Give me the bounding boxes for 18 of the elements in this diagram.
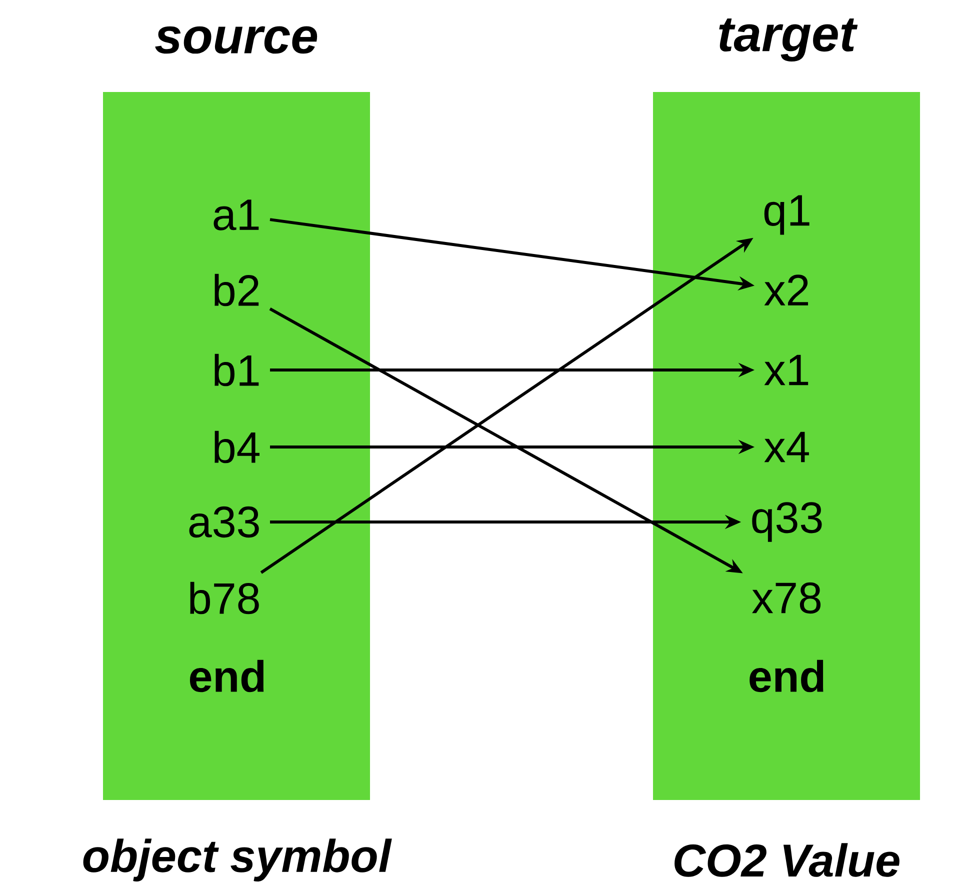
item-label: b4 <box>214 430 260 464</box>
heading: source <box>155 26 318 54</box>
node-label: object symbol <box>83 838 392 882</box>
heading: target <box>719 18 858 62</box>
item-label: q1 <box>764 195 810 235</box>
item-label: q33 <box>752 502 822 542</box>
item-label: b1 <box>214 354 259 386</box>
item-label: a33 <box>189 506 259 538</box>
item-label: x78 <box>752 582 821 614</box>
item-label: x2 <box>764 274 808 306</box>
node-label: CO2 Value <box>674 843 900 877</box>
item-label: x1 <box>764 354 808 386</box>
item-label: x4 <box>764 432 809 462</box>
item-label: b78 <box>190 582 259 614</box>
item-label: a1 <box>214 200 259 230</box>
end-label: end <box>750 660 824 692</box>
end-label: end <box>190 660 264 692</box>
item-label: b2 <box>214 274 259 306</box>
